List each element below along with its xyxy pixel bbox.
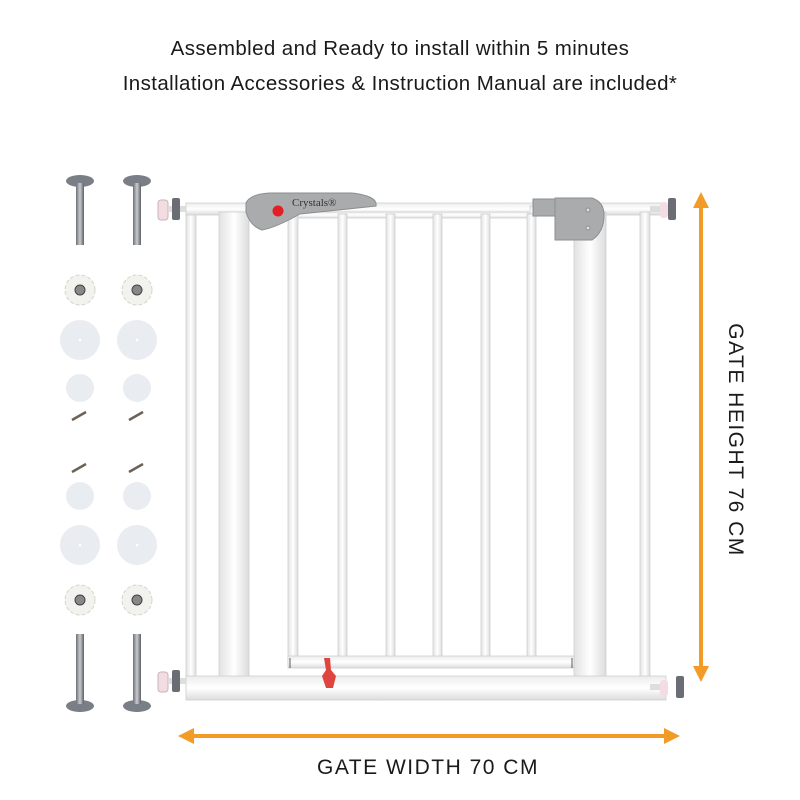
cap-icon [123, 482, 151, 510]
knob-icon [64, 274, 96, 306]
wall-pad-icon [60, 320, 100, 360]
headline-line-1: Assembled and Ready to install within 5 … [170, 37, 630, 60]
bolt-icon [66, 175, 94, 245]
release-button-icon[interactable] [272, 205, 284, 217]
knob-icon [121, 274, 153, 306]
gate-handle[interactable]: Crystals® [245, 192, 377, 231]
brand-logo: Crystals® [292, 197, 336, 209]
wall-pad-icon [117, 320, 157, 360]
screw-icon [71, 410, 87, 422]
lock-lever-icon[interactable] [322, 658, 336, 688]
gate-width-label: GATE WIDTH 70 CM [317, 756, 539, 779]
width-arrow [178, 728, 680, 744]
screw-icon [71, 462, 87, 474]
gate-door [287, 211, 575, 669]
bolt-icon [123, 175, 151, 245]
cap-icon [66, 374, 94, 402]
gate-height-label: GATE HEIGHT 76 CM [724, 323, 747, 557]
hinge-latch [532, 197, 605, 241]
knob-icon [64, 584, 96, 616]
cap-icon [123, 374, 151, 402]
headline-line-2: Installation Accessories & Instruction M… [122, 72, 678, 95]
screw-icon [128, 462, 144, 474]
wall-pad-icon [60, 525, 100, 565]
pressure-spindles [157, 198, 684, 698]
installation-accessories [60, 175, 157, 712]
cap-icon [66, 482, 94, 510]
bolt-icon [123, 634, 151, 712]
wall-pad-icon [117, 525, 157, 565]
height-arrow [693, 192, 709, 682]
gate-frame [185, 202, 667, 701]
knob-icon [121, 584, 153, 616]
bolt-icon [66, 634, 94, 712]
screw-icon [128, 410, 144, 422]
